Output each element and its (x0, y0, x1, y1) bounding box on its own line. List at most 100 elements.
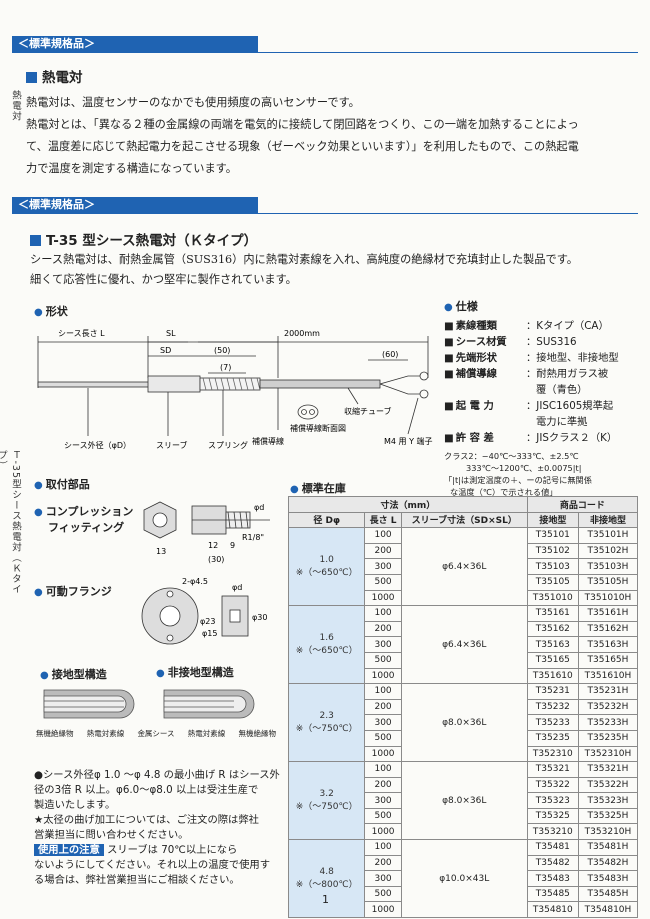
ungrounded-code-cell: T352310H (577, 745, 639, 763)
grounded-code-cell: T351010 (526, 589, 579, 607)
spec-key: 先端形状 (444, 350, 526, 366)
spec-row: 素線種類：Kタイプ（CA） (444, 318, 644, 334)
dim: φ15 (202, 629, 217, 638)
line: ●シース外径φ 1.0 〜φ 4.8 の最小曲げ R はシース外 (34, 769, 280, 781)
line: 熱電対とは、「異なる２種の金属線の両端を電気的に接続して閉回路をつくり、この一端… (26, 118, 579, 131)
length-cell: 1000 (364, 901, 402, 919)
grounded-code-cell: T35162 (526, 620, 579, 638)
label: 補償導線断面図 (290, 423, 346, 433)
ungrounded-code-cell: T35105H (577, 573, 639, 591)
col-header: スリーブ寸法（SD×SL） (400, 511, 528, 529)
label: (60) (382, 350, 398, 359)
diameter-cell: 4.8※（〜800℃） (287, 839, 366, 919)
structure-legend: 無機絶縁物 熱電対素線 金属シース 熱電対素線 無機絶縁物 (36, 728, 276, 739)
length-cell: 100 (364, 839, 402, 856)
diameter: 3.2 (319, 789, 334, 800)
spec-row-cont: 電力に準拠 (536, 416, 588, 428)
diameter: 1.6 (319, 633, 334, 644)
line: 細くて応答性に優れ、かつ堅牢に製作されています。 (30, 273, 297, 286)
spec-value: ：Kタイプ（CA） (526, 320, 609, 332)
ungrounded-code-cell: T35323H (577, 792, 639, 809)
diameter-cell: 1.6※（〜650℃） (287, 605, 366, 685)
ungrounded-code-cell: T35322H (577, 776, 639, 794)
heading-text: 熱電対 (42, 70, 83, 86)
ungrounded-code-cell: T35163H (577, 636, 639, 653)
col-header: 接地型 (526, 511, 579, 529)
heading: 熱電対 (26, 66, 83, 86)
side-label: 熱電対 (10, 90, 21, 122)
ungrounded-code-cell: T351610H (577, 667, 639, 685)
label: 補償導線 (252, 436, 284, 446)
line: クラス2：−40℃〜333℃、±2.5℃ (444, 451, 579, 461)
diameter: 1.0 (319, 555, 334, 566)
grounded-code-cell: T35232 (526, 698, 579, 716)
grounded-code-cell: T35482 (526, 854, 579, 872)
spec-list: 素線種類：Kタイプ（CA） シース材質：SUS316 先端形状：接地型、非接地型… (444, 318, 644, 446)
length-cell: 200 (364, 698, 402, 716)
heading: T-35 型シース熱電対（Ｋタイプ） (30, 229, 257, 249)
length-cell: 1000 (364, 823, 402, 841)
length-cell: 500 (364, 573, 402, 591)
length-cell: 200 (364, 620, 402, 638)
line: 径の3倍 R 以上。φ6.0〜φ8.0 以上は受注生産で (34, 784, 259, 796)
sleeve-cell: φ10.0×43L (400, 839, 528, 919)
grounded-code-cell: T35163 (526, 636, 579, 653)
length-cell: 100 (364, 761, 402, 778)
heading-text: T-35 型シース熱電対（Ｋタイプ） (46, 233, 258, 249)
spec-row-cont: 覆（青色） (536, 384, 588, 396)
label: 収縮チューブ (344, 406, 392, 416)
spec-row: 許 容 差：JISクラス２（K） (444, 430, 644, 446)
line: 製造いたします。 (34, 799, 116, 811)
diameter: 2.3 (319, 711, 334, 722)
spec-value: ：JISC1605規準起 (526, 400, 614, 412)
line: ないようにしてください。それ以上の温度で使用す (34, 859, 271, 871)
length-cell: 500 (364, 807, 402, 825)
ungrounded-label: 非接地型構造 (156, 664, 234, 680)
length-cell: 1000 (364, 667, 402, 685)
sleeve-cell: φ8.0×36L (400, 761, 528, 841)
ungrounded-code-cell: T35481H (577, 839, 639, 856)
label: M4 用 Y 端子 (384, 436, 433, 446)
label: (50) (214, 346, 230, 355)
line: 熱電対は、温度センサーのなかでも使用頻度の高いセンサーです。 (26, 96, 360, 109)
ungrounded-code-cell: T35485H (577, 885, 639, 903)
line: スリーブは 70℃以上になら (107, 844, 238, 856)
dim: (30) (208, 555, 224, 564)
ungrounded-code-cell: T353210H (577, 823, 639, 841)
dim: 9 (230, 541, 235, 550)
grounded-code-cell: T35325 (526, 807, 579, 825)
flange-label: 可動フランジ (34, 583, 112, 599)
tolerance-note: クラス2：−40℃〜333℃、±2.5℃ 333℃〜1200℃、±0.0075|… (444, 450, 644, 498)
label: 無機絶縁物 (36, 729, 74, 738)
col-header: 長さ L (364, 511, 402, 529)
ungrounded-code-cell: T35102H (577, 542, 639, 560)
temp-range: ※（〜650℃） (295, 568, 358, 579)
code-header: 商品コード (526, 496, 639, 513)
ungrounded-code-cell: T35232H (577, 698, 639, 716)
ungrounded-code-cell: T351010H (577, 589, 639, 607)
spec-key: シース材質 (444, 334, 526, 350)
spec-value: ：SUS316 (526, 336, 577, 348)
ungrounded-code-cell: T35321H (577, 761, 639, 778)
label: スリーブ (156, 440, 188, 450)
ungrounded-code-cell: T35165H (577, 651, 639, 669)
section-band: ＜標準規格品＞ (12, 197, 258, 213)
label: (7) (220, 363, 231, 372)
line: る場合は、弊社営業担当にご相談ください。 (34, 874, 240, 886)
dim: φd (232, 583, 242, 592)
sleeve-cell: φ6.4×36L (400, 605, 528, 685)
line: 力で温度を測定する構造になっています。 (26, 162, 237, 175)
temp-range: ※（〜750℃） (295, 802, 358, 813)
spec-key: 起 電 力 (444, 398, 526, 414)
grounded-code-cell: T35321 (526, 761, 579, 778)
